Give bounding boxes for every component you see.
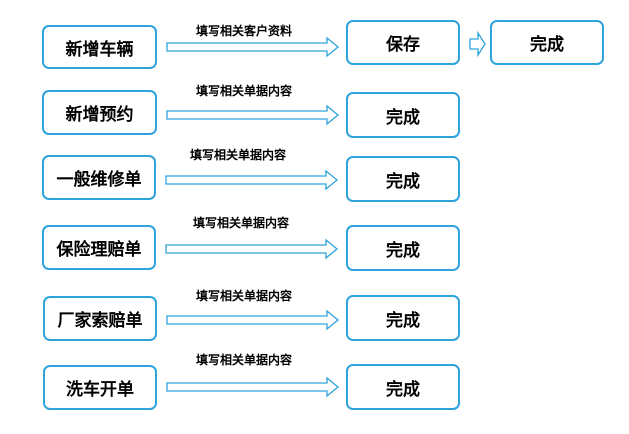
start-node-new-vehicle: 新增车辆 [42,25,157,69]
start-node-new-appointment: 新增预约 [42,90,157,135]
flow-arrow [166,376,340,398]
complete-node: 完成 [346,295,460,341]
action-label-car-wash: 填写相关单据内容 [196,353,293,367]
flow-arrow-short [469,30,486,58]
flow-arrow [166,309,340,331]
save-node: 保存 [346,20,460,65]
complete-node: 完成 [346,156,460,202]
complete-node: 完成 [346,364,460,410]
complete-node: 完成 [346,225,460,271]
flow-arrow [166,104,340,126]
start-node-car-wash: 洗车开单 [43,365,157,410]
start-node-general-repair: 一般维修单 [42,155,156,200]
flow-arrow [165,238,339,260]
flow-arrow [165,169,339,191]
start-node-insurance-claim: 保险理赔单 [42,225,156,270]
action-label-insurance-claim: 填写相关单据内容 [193,216,290,230]
action-label-new-vehicle: 填写相关客户资料 [196,24,293,38]
action-label-general-repair: 填写相关单据内容 [190,148,287,162]
start-node-manufacturer-claim: 厂家索赔单 [43,296,157,341]
action-label-manufacturer-claim: 填写相关单据内容 [196,289,293,303]
flow-arrow [166,36,340,58]
complete-node: 完成 [346,92,460,138]
complete-node-after-save: 完成 [490,20,604,65]
action-label-new-appointment: 填写相关单据内容 [196,84,293,98]
